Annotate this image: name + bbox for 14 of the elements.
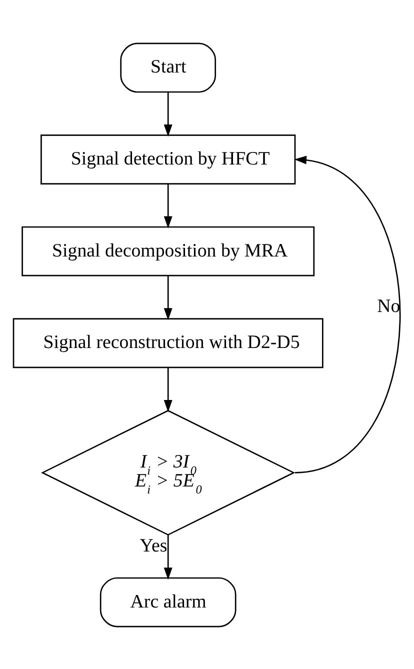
edge-label: No: [377, 295, 400, 316]
arrow: [164, 92, 172, 136]
arrow: [164, 184, 172, 228]
node-box: Arc alarm: [100, 576, 236, 627]
node-box: Signal decomposition by MRA: [22, 226, 315, 276]
node-diamond: I$_{i}$ > 3I$_{0}$ E$_{i}$ > 5E$_{0}$: [41, 409, 296, 536]
edge-label: Yes: [140, 535, 168, 556]
arrow: [164, 276, 172, 320]
node-box: Signal detection by HFCT: [40, 134, 296, 184]
node-box: Start: [120, 42, 216, 92]
arrow: [294, 155, 401, 473]
arrow: [164, 534, 172, 580]
node-box: Signal reconstruction with D2-D5: [12, 318, 324, 368]
arrow: [164, 367, 172, 412]
